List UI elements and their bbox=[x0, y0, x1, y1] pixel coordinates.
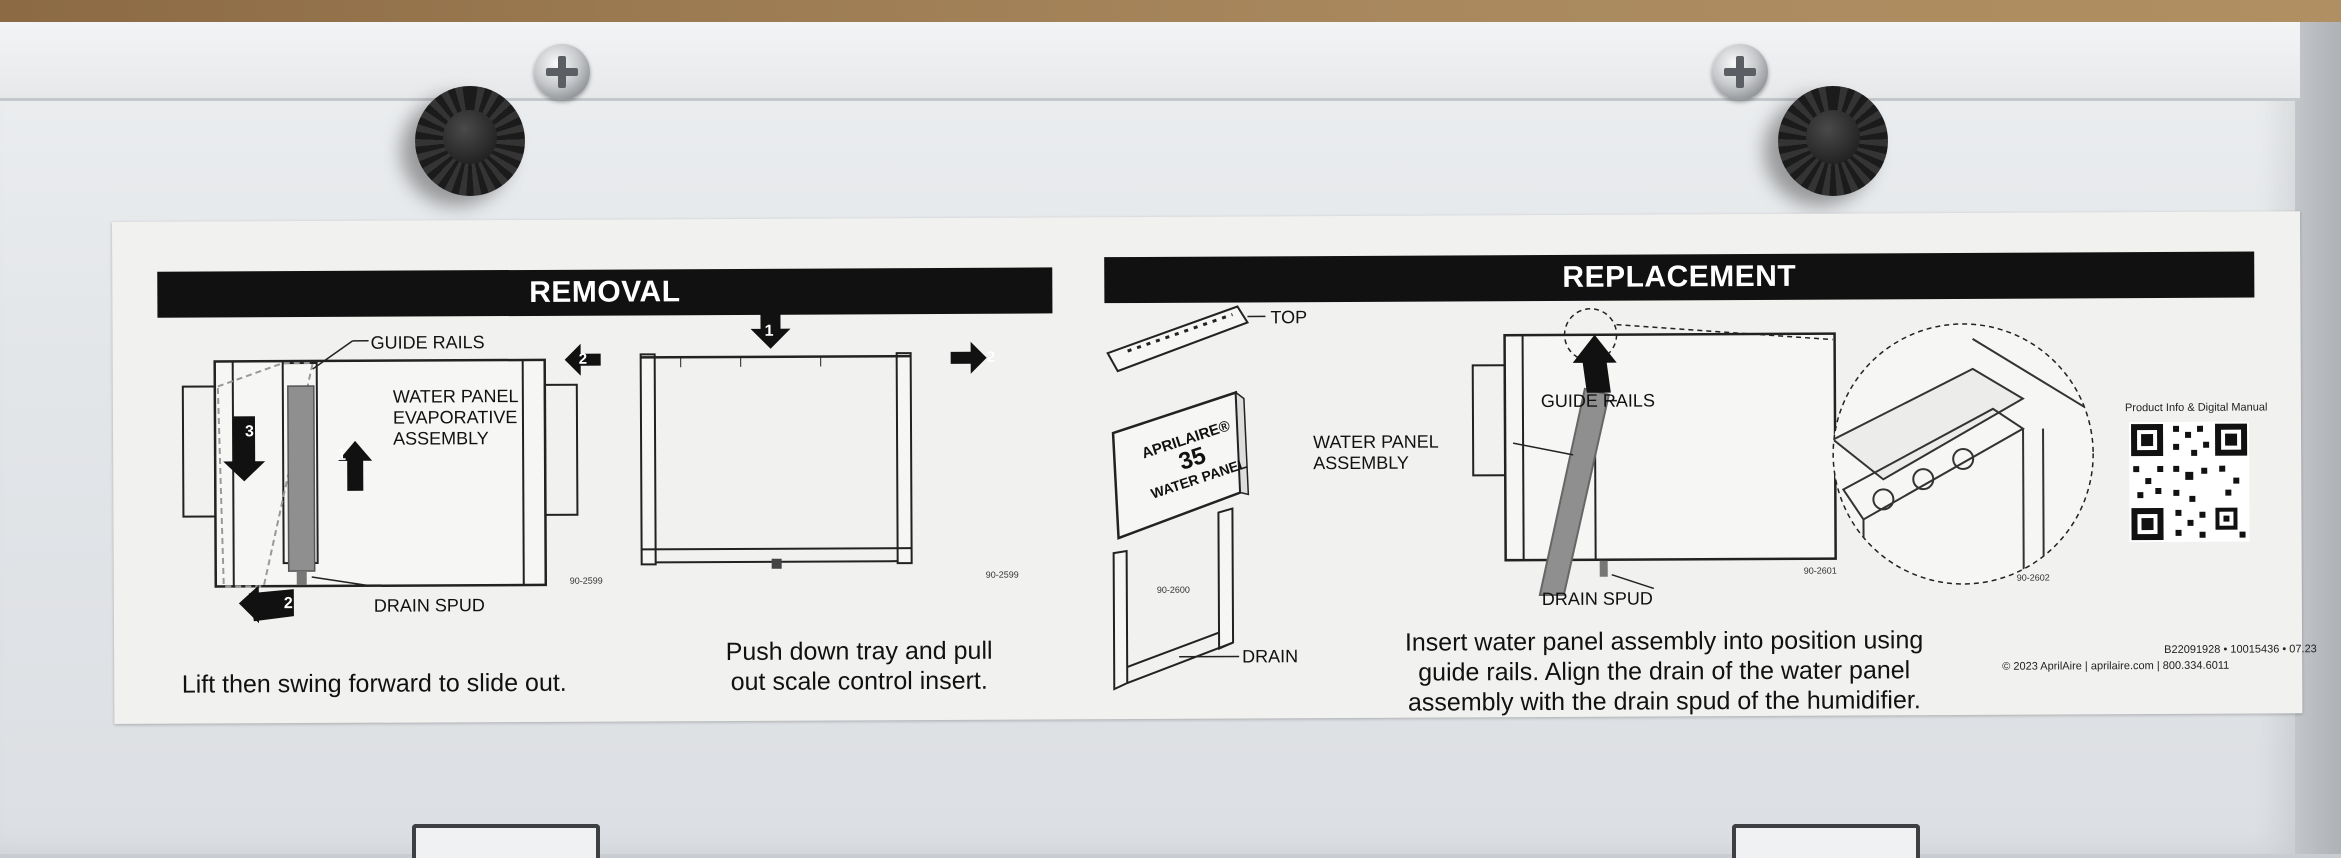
thumb-knob-left[interactable] bbox=[415, 86, 525, 196]
replacement-diagram-unit bbox=[1362, 304, 1834, 636]
vent-slot-left bbox=[412, 824, 600, 858]
copyright-line: © 2023 AprilAire | aprilaire.com | 800.3… bbox=[2002, 660, 2229, 673]
replacement-header: REPLACEMENT bbox=[1104, 252, 2254, 304]
tray-step-2-right: 2 bbox=[987, 349, 995, 366]
removal-figure1-code: 90-2599 bbox=[570, 576, 603, 586]
removal-figure2-code: 90-2599 bbox=[986, 570, 1019, 580]
removal-callout-water-panel-1: WATER PANEL bbox=[393, 386, 519, 408]
removal-caption-2-line2: out scale control insert. bbox=[694, 666, 1024, 698]
replacement-callout-drain: DRAIN bbox=[1242, 646, 1298, 667]
tray-step-1: 1 bbox=[765, 323, 774, 341]
removal-callout-guide-rails: GUIDE RAILS bbox=[371, 332, 485, 354]
removal-callout-drain-spud: DRAIN SPUD bbox=[374, 595, 485, 617]
cabinet-lid bbox=[0, 22, 2300, 100]
replacement-tray-code: 90-2600 bbox=[1157, 585, 1190, 595]
replacement-detail-code: 90-2602 bbox=[2017, 573, 2050, 583]
replacement-callout-top: TOP bbox=[1270, 307, 1307, 328]
instruction-label: REMOVAL REPLACEMENT 1 3 2 GUIDE RAILS WA… bbox=[112, 211, 2302, 724]
replacement-detail-circle bbox=[1822, 318, 2103, 589]
removal-step-2: 2 bbox=[284, 595, 293, 613]
removal-callout-water-panel-3: ASSEMBLY bbox=[393, 428, 489, 449]
removal-step-3: 3 bbox=[245, 423, 254, 441]
thumb-knob-right[interactable] bbox=[1778, 86, 1888, 196]
removal-diagram-tray bbox=[640, 307, 1061, 609]
replacement-caption-line3: assembly with the drain spud of the humi… bbox=[1364, 685, 1964, 718]
cabinet-side bbox=[2295, 22, 2341, 854]
replacement-callout-guide-rails: GUIDE RAILS bbox=[1541, 390, 1655, 412]
replacement-caption-line1: Insert water panel assembly into positio… bbox=[1364, 625, 1964, 658]
lid-seam bbox=[0, 98, 2300, 101]
part-numbers: B22091928 • 10015436 • 07.23 bbox=[2164, 643, 2317, 656]
replacement-callout-drain-spud: DRAIN SPUD bbox=[1542, 588, 1653, 610]
removal-step-1: 1 bbox=[337, 447, 346, 465]
vent-slot-right bbox=[1732, 824, 1920, 858]
removal-caption-1: Lift then swing forward to slide out. bbox=[154, 668, 594, 700]
replacement-caption-line2: guide rails. Align the drain of the wate… bbox=[1364, 655, 1964, 688]
qr-label: Product Info & Digital Manual bbox=[2125, 401, 2268, 414]
screw-right bbox=[1712, 44, 1768, 100]
removal-caption-2-line1: Push down tray and pull bbox=[694, 636, 1024, 668]
removal-diagram-unit bbox=[183, 340, 604, 602]
tray-step-2-left: 2 bbox=[579, 351, 587, 368]
screw-left bbox=[534, 44, 590, 100]
replacement-callout-water-panel-2: ASSEMBLY bbox=[1313, 453, 1409, 474]
replacement-callout-water-panel-1: WATER PANEL bbox=[1313, 432, 1439, 454]
qr-code[interactable] bbox=[2129, 422, 2250, 543]
removal-callout-water-panel-2: EVAPORATIVE bbox=[393, 407, 517, 429]
